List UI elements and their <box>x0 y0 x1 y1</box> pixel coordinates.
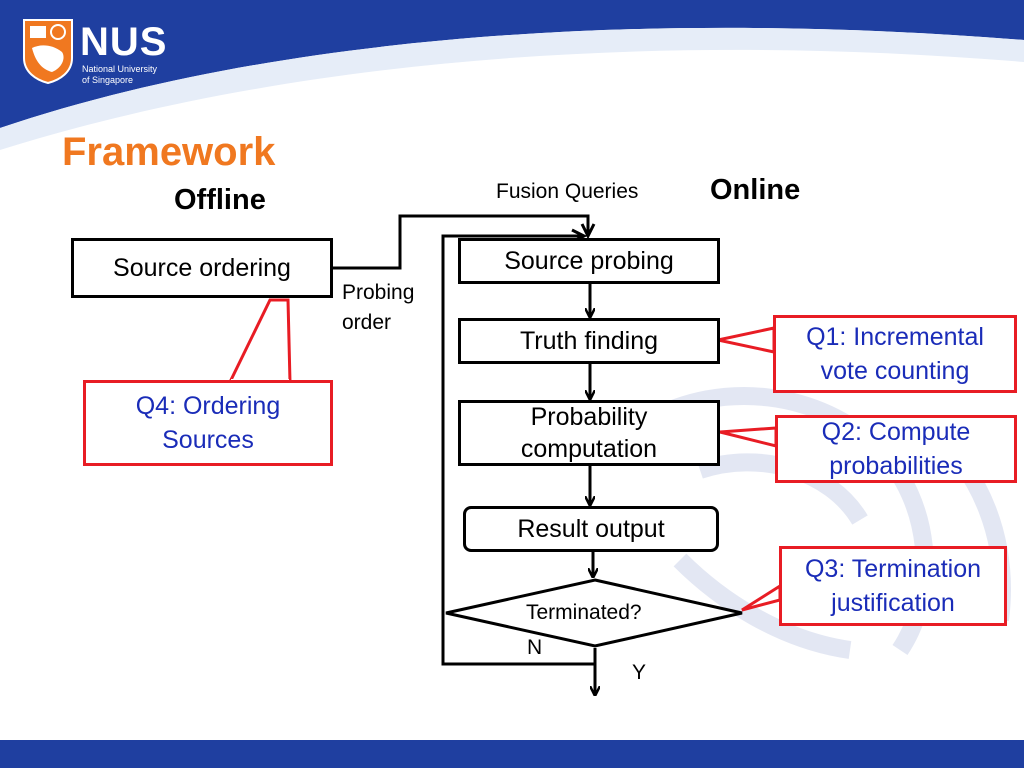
header-swoosh-shade <box>0 27 1024 150</box>
logo-subtitle: National University of Singapore <box>82 64 158 85</box>
logo-text: NUS <box>80 20 168 64</box>
probability-computation-box: Probability computation <box>458 400 720 466</box>
slide-title: Framework <box>62 130 276 174</box>
header-swoosh <box>0 27 1024 150</box>
online-heading: Online <box>710 174 801 206</box>
offline-heading: Offline <box>174 184 266 216</box>
footer-band <box>0 740 1024 768</box>
q4-ordering-sources-box: Q4: Ordering Sources <box>83 380 333 466</box>
probing-order-label: Probing order <box>342 281 415 334</box>
source-probing-box: Source probing <box>458 238 720 284</box>
result-output-box: Result output <box>463 506 719 552</box>
q1-incremental-vote-counting-box: Q1: Incremental vote counting <box>773 315 1017 393</box>
nus-crest-icon <box>23 19 73 84</box>
q3-termination-justification-box: Q3: Termination justification <box>779 546 1007 626</box>
nus-logo: NUS National University of Singapore <box>22 18 182 88</box>
terminated-label: Terminated? <box>526 601 642 624</box>
no-branch-label: N <box>527 636 543 659</box>
truth-finding-box: Truth finding <box>458 318 720 364</box>
yes-branch-label: Y <box>632 661 647 684</box>
source-ordering-box: Source ordering <box>71 238 333 298</box>
fusion-queries-label: Fusion Queries <box>496 180 639 203</box>
q2-compute-probabilities-box: Q2: Compute probabilities <box>775 415 1017 483</box>
